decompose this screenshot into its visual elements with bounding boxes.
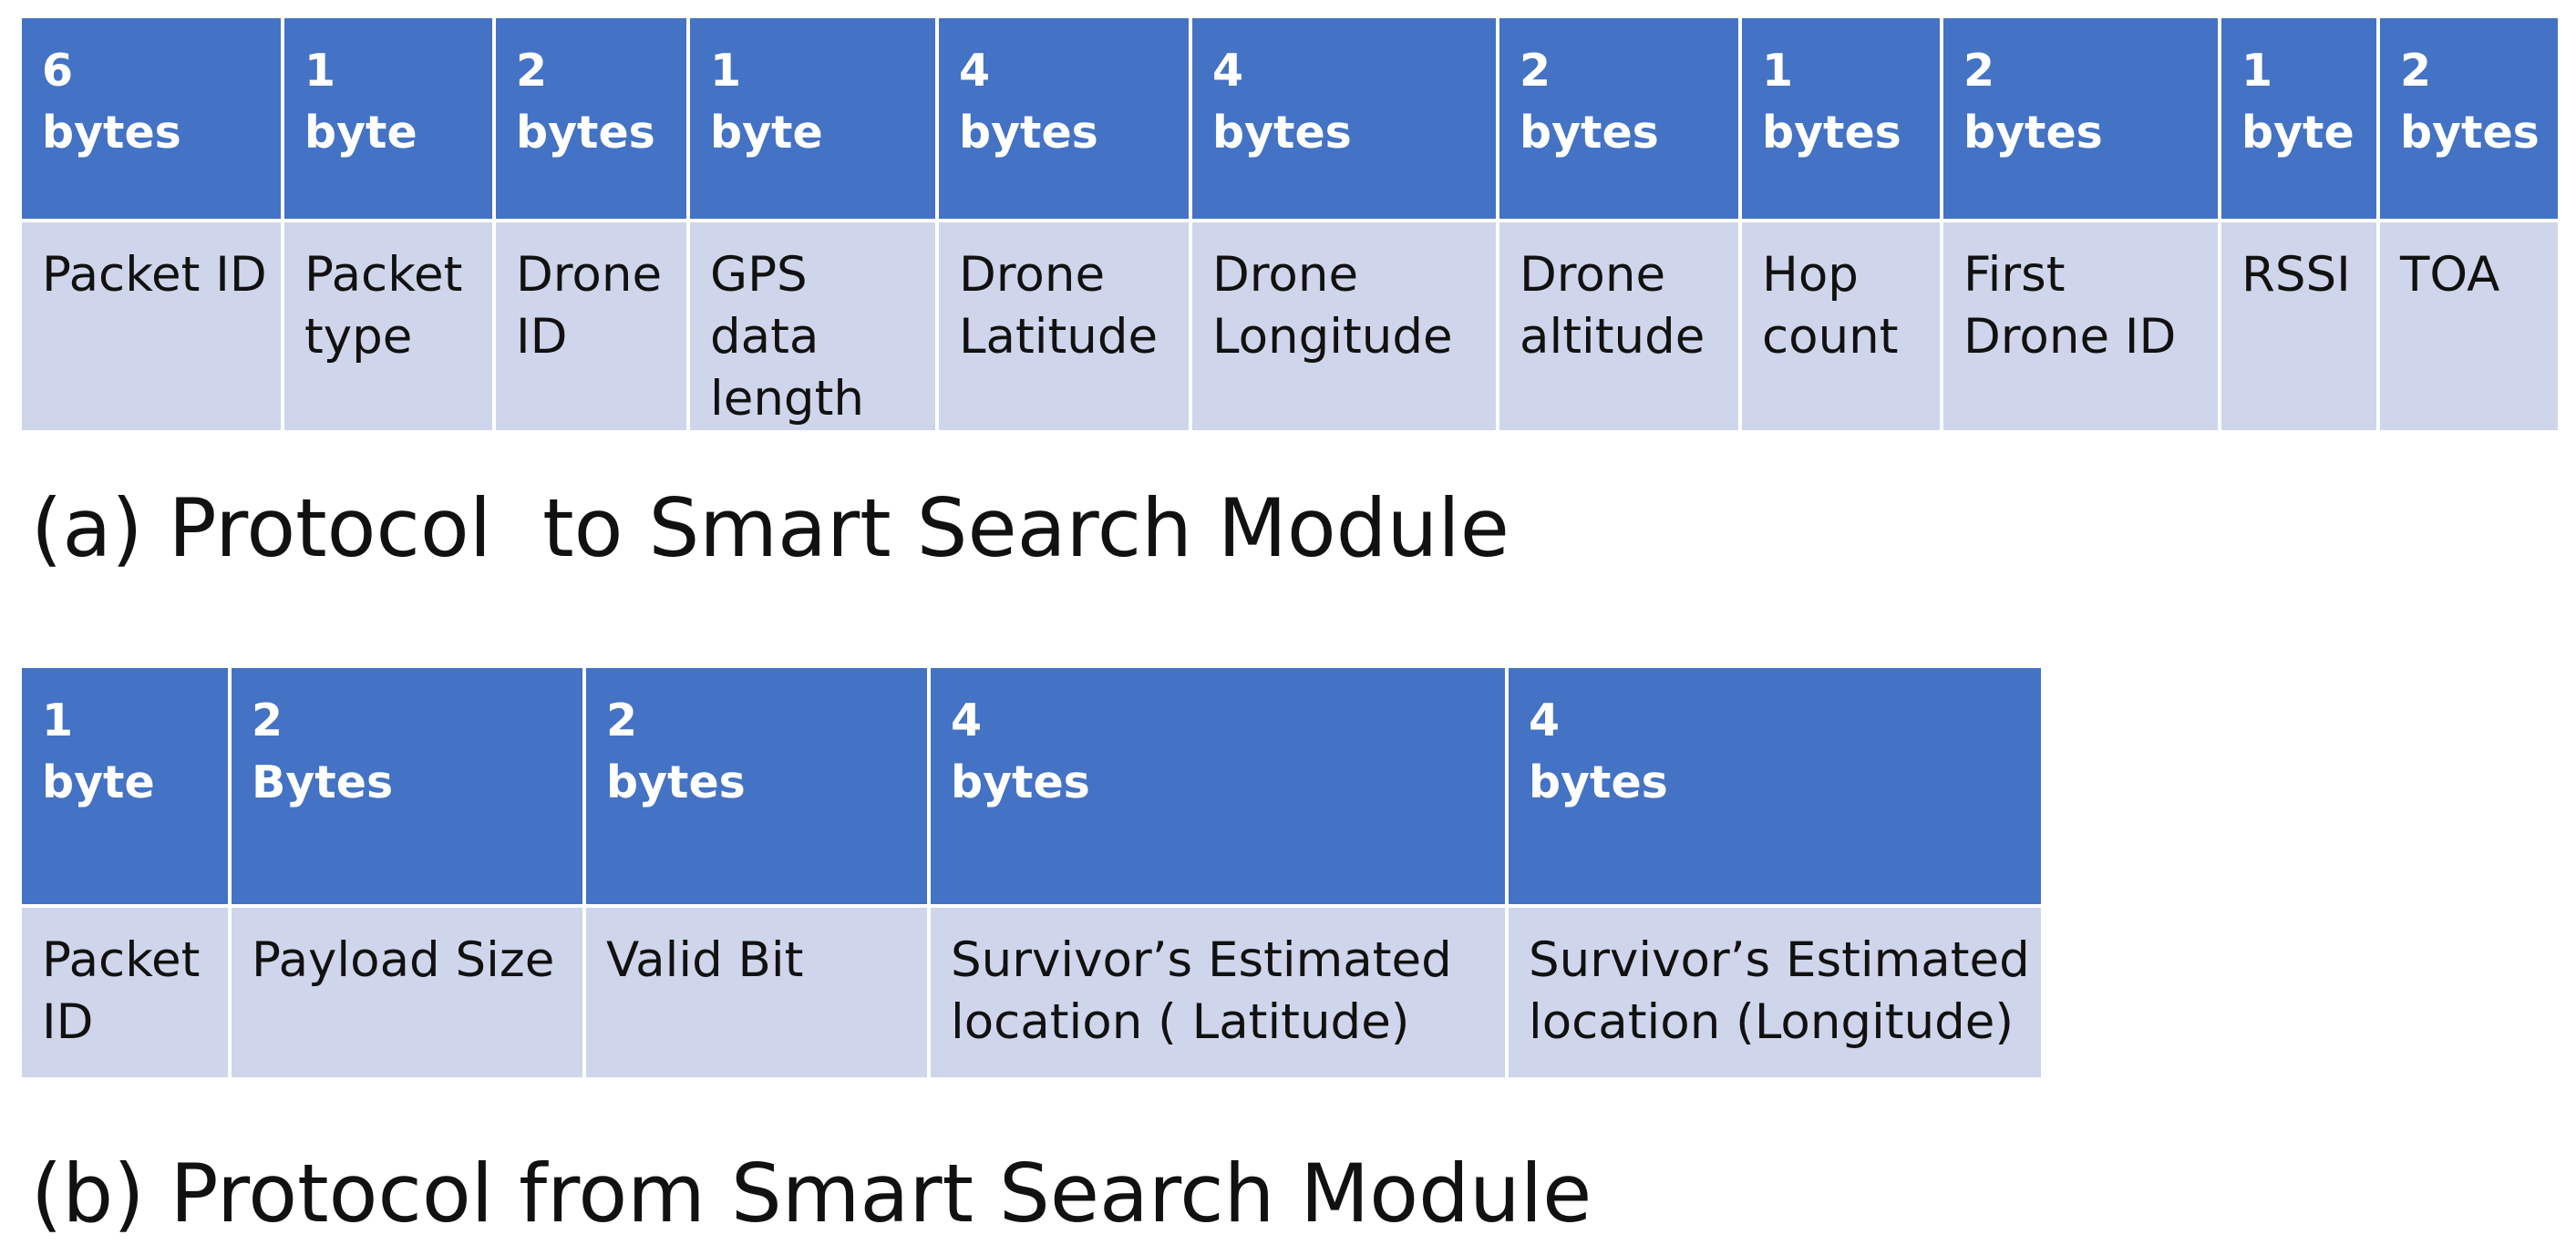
field-name-cell: RSSI bbox=[2218, 219, 2380, 434]
field-name-cell: Valid Bit bbox=[582, 904, 931, 1081]
protocol-b-caption: (b) Protocol from Smart Search Module bbox=[31, 1147, 1592, 1240]
field-name-cell: Payload Size bbox=[228, 904, 586, 1081]
protocol-a-caption: (a) Protocol to Smart Search Module bbox=[31, 481, 1510, 575]
field-name-cell: TOA bbox=[2376, 219, 2561, 434]
field-name-cell: Packet ID bbox=[18, 219, 284, 434]
